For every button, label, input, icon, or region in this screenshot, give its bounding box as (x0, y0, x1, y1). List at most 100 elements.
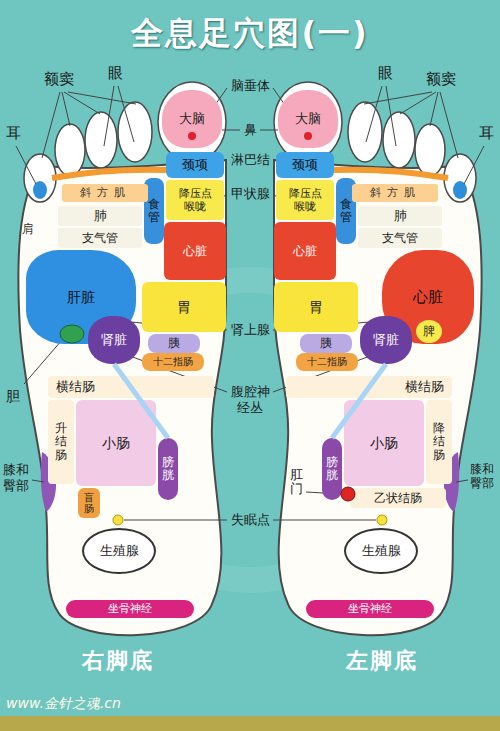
reflex-zone: 横结肠 (286, 376, 452, 398)
zone-label: 横结肠 (405, 379, 444, 395)
part-label-text: 肛门 (290, 468, 303, 497)
reflex-zone: 胃 (274, 282, 358, 332)
anus-spot (341, 487, 355, 501)
toe (85, 112, 117, 168)
leader-line (124, 520, 227, 521)
part-label: 眼 (378, 64, 393, 82)
zone-label: 喉咙 (294, 200, 316, 213)
reflex-zone: 降结肠 (426, 400, 452, 484)
zone-label: 降压点 (179, 187, 212, 200)
reflex-zone: 心脏 (274, 222, 336, 280)
part-label-text: 额窦 (426, 70, 456, 88)
reflex-zone: 坐骨神经 (66, 600, 194, 618)
zone-label: 心脏 (293, 244, 317, 258)
leader-line (104, 86, 114, 146)
zone-label: 降压点 (289, 187, 322, 200)
part-label-text: 耳 (479, 124, 494, 142)
title-text: 全息足穴图(一) (131, 14, 368, 52)
zone-label: 大脑 (295, 111, 321, 127)
zone-label: 颈项 (292, 157, 318, 173)
part-label: 眼 (108, 64, 123, 82)
zone-label: 喉咙 (184, 200, 206, 213)
zone-label: 降结肠 (433, 422, 445, 462)
reflex-zone: 十二指肠 (296, 353, 358, 371)
reflex-zone: 肺 (358, 206, 442, 226)
reflex-zone: 胰 (300, 334, 352, 353)
zone-label: 脾 (423, 324, 435, 338)
part-label-text: 肾上腺 (231, 322, 270, 338)
zone-label: 乙状结肠 (374, 491, 422, 505)
zone-label: 胰 (320, 336, 332, 350)
reflex-zone: 肾脏 (88, 316, 140, 364)
zone-label: 食管 (340, 198, 352, 224)
reflex-zone: 小肠 (344, 400, 424, 486)
reflex-zone: 坐骨神经 (306, 600, 434, 618)
zone-label: 大脑 (179, 111, 205, 127)
zone-label: 胰 (168, 336, 180, 350)
part-label: 鼻 (244, 122, 257, 138)
part-label: 脑垂体 (231, 78, 270, 94)
zone-label: 肾脏 (101, 332, 127, 348)
reflex-zone: 膀胱 (158, 438, 178, 500)
part-label-text: 肩 (22, 222, 34, 236)
reflex-zone: 胃 (142, 282, 226, 332)
reflex-zone: 支气管 (358, 228, 442, 248)
part-label: 失眠点 (231, 512, 270, 528)
reflex-zone: 降压点喉咙 (276, 180, 334, 220)
zone-label: 盲肠 (84, 492, 94, 514)
reflex-zone: 膀胱 (322, 438, 342, 500)
zone-label: 膀胱 (162, 456, 174, 482)
part-label: 肛门 (290, 468, 303, 497)
ureter-connector (332, 364, 386, 438)
reflex-zone: 大脑 (278, 90, 338, 148)
zone-label: 心脏 (413, 288, 443, 306)
zone-label: 膀胱 (326, 456, 338, 482)
zone-label: 肾脏 (373, 332, 399, 348)
part-label: 胆 (6, 388, 20, 405)
part-label: www.金针之魂.cn (6, 695, 121, 712)
trapezius-strip (52, 170, 166, 178)
leader-line (68, 92, 136, 104)
part-label-text: 腹腔神经丛 (231, 384, 270, 415)
zone-label: 小肠 (370, 435, 398, 452)
reflex-zone: 降压点喉咙 (166, 180, 224, 220)
reflex-zone: 斜方肌 (352, 184, 438, 202)
reflex-zone: 颈项 (166, 152, 224, 178)
part-label-text: 膝和臀部 (3, 462, 29, 493)
part-label-text: 淋巴结 (231, 152, 270, 168)
zone-label: 肺 (94, 208, 107, 224)
zone-label: 胃 (309, 299, 323, 316)
zone-label: 心脏 (183, 244, 207, 258)
part-label: 膝和臀部 (470, 462, 494, 491)
sole-outline (18, 160, 226, 635)
reflex-zone: 心脏 (164, 222, 226, 280)
leader-line (64, 92, 100, 114)
part-label-text: 鼻 (244, 122, 257, 138)
little-toe (24, 154, 56, 202)
reflex-zone: 肺 (58, 206, 142, 226)
leader-line (222, 130, 240, 131)
zone-label: 生殖腺 (362, 543, 401, 559)
part-label-text: 眼 (378, 64, 393, 82)
title-bar: 全息足穴图(一) (0, 14, 500, 52)
zone-label: 斜方肌 (80, 186, 131, 199)
reflex-zone: 胰 (148, 334, 200, 353)
reflex-zone: 斜方肌 (62, 184, 148, 202)
pituitary-dot (304, 132, 312, 140)
reflex-zone: 小肠 (76, 400, 156, 486)
toe (118, 102, 152, 162)
zone-label: 支气管 (382, 231, 418, 245)
reflex-zone: 脾 (416, 320, 442, 343)
zone-label: 支气管 (82, 231, 118, 245)
part-label-text: 膝和臀部 (470, 462, 494, 491)
reflex-zone: 盲肠 (78, 488, 100, 518)
part-label: 肾上腺 (231, 322, 270, 338)
leader-line (62, 92, 70, 126)
zone-label: 肺 (394, 208, 407, 224)
part-label: 左脚底 (346, 648, 418, 674)
zone-label: 横结肠 (56, 379, 95, 395)
zone-label: 斜方肌 (370, 186, 421, 199)
part-label: 淋巴结 (231, 152, 270, 168)
